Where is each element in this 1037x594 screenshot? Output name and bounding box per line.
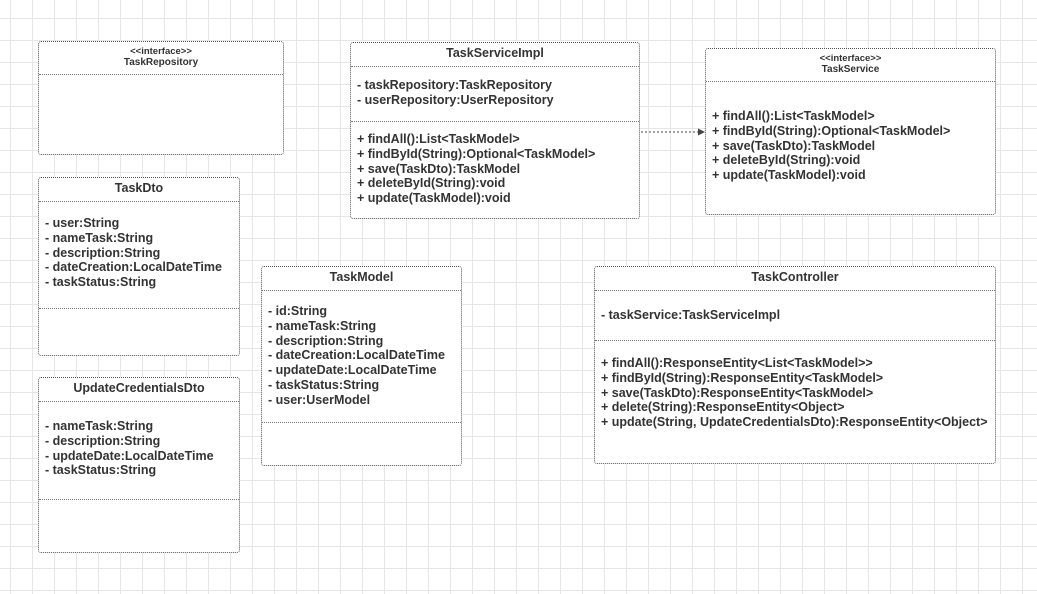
method: + update(TaskModel):void [712, 168, 866, 183]
attribute: - user:String [45, 216, 120, 230]
attribute: - description:String [45, 245, 161, 260]
method: + delete(String):ResponseEntity<Object> [601, 400, 845, 415]
attributes-section: - user:String - nameTask:String - descri… [39, 202, 239, 309]
class-name: TaskService [821, 64, 880, 75]
class-name: TaskServiceImpl [351, 43, 639, 67]
method: + findById(String):Optional<TaskModel> [357, 146, 596, 161]
method: + save(TaskDto):TaskModel [357, 161, 521, 176]
attribute: - taskService:TaskServiceImpl [601, 308, 781, 322]
method: + findById(String):Optional<TaskModel> [712, 123, 951, 138]
attribute: - nameTask:String [268, 318, 377, 333]
method: + deleteById(String):void [357, 176, 506, 191]
attribute: - taskStatus:String [45, 463, 157, 478]
attribute: - dateCreation:LocalDateTime [268, 348, 445, 363]
class-name: TaskModel [262, 267, 461, 291]
stereotype-label: <<interface>> [819, 53, 882, 64]
class-name: TaskRepository [123, 57, 199, 68]
attributes-section: - id:String - nameTask:String - descript… [262, 291, 461, 423]
attributes-section: - taskRepository:TaskRepository - userRe… [351, 67, 639, 122]
class-task-repository[interactable]: <<interface>> TaskRepository [38, 41, 284, 155]
attribute: - userRepository:UserRepository [357, 92, 554, 107]
attribute: - nameTask:String [45, 419, 154, 433]
class-name: TaskDto [39, 178, 239, 202]
methods-section: + findAll():List<TaskModel> + findById(S… [706, 82, 995, 183]
class-task-service[interactable]: <<interface>> TaskService + findAll():Li… [705, 48, 996, 215]
method: + deleteById(String):void [712, 153, 861, 168]
attribute: - taskRepository:TaskRepository [357, 78, 552, 92]
attribute: - updateDate:LocalDateTime [45, 448, 214, 463]
class-task-service-impl[interactable]: TaskServiceImpl - taskRepository:TaskRep… [350, 42, 640, 219]
attribute: - description:String [268, 333, 384, 348]
attribute: - updateDate:LocalDateTime [268, 363, 437, 378]
class-task-controller[interactable]: TaskController - taskService:TaskService… [594, 266, 996, 464]
attributes-section: - taskService:TaskServiceImpl [595, 291, 995, 341]
method: + findAll():List<TaskModel> [712, 109, 875, 123]
attributes-section: - nameTask:String - description:String -… [39, 402, 239, 500]
class-header: <<interface>> TaskService [706, 49, 995, 82]
method: + findById(String):ResponseEntity<TaskMo… [601, 370, 884, 385]
method: + update(String, UpdateCredentialsDto):R… [601, 415, 988, 430]
methods-section: + findAll():List<TaskModel> + findById(S… [351, 122, 639, 206]
attribute: - taskStatus:String [45, 275, 157, 290]
attribute: - nameTask:String [45, 230, 154, 245]
class-task-model[interactable]: TaskModel - id:String - nameTask:String … [261, 266, 462, 466]
class-update-credentials-dto[interactable]: UpdateCredentialsDto - nameTask:String -… [38, 377, 240, 553]
class-header: <<interface>> TaskRepository [39, 42, 283, 75]
method: + save(TaskDto):ResponseEntity<TaskModel… [601, 385, 874, 400]
class-name: TaskController [595, 267, 995, 291]
class-name: UpdateCredentialsDto [39, 378, 239, 402]
attribute: - dateCreation:LocalDateTime [45, 260, 222, 275]
method: + save(TaskDto):TaskModel [712, 138, 876, 153]
method: + findAll():ResponseEntity<List<TaskMode… [601, 356, 873, 370]
methods-section: + findAll():ResponseEntity<List<TaskMode… [595, 341, 995, 430]
method: + findAll():List<TaskModel> [357, 132, 520, 146]
class-task-dto[interactable]: TaskDto - user:String - nameTask:String … [38, 177, 240, 356]
attribute: - user:UserModel [268, 392, 371, 407]
attribute: - taskStatus:String [268, 377, 380, 392]
method: + update(TaskModel):void [357, 191, 511, 206]
attribute: - description:String [45, 433, 161, 448]
attribute: - id:String [268, 304, 328, 318]
stereotype-label: <<interface>> [130, 46, 192, 57]
